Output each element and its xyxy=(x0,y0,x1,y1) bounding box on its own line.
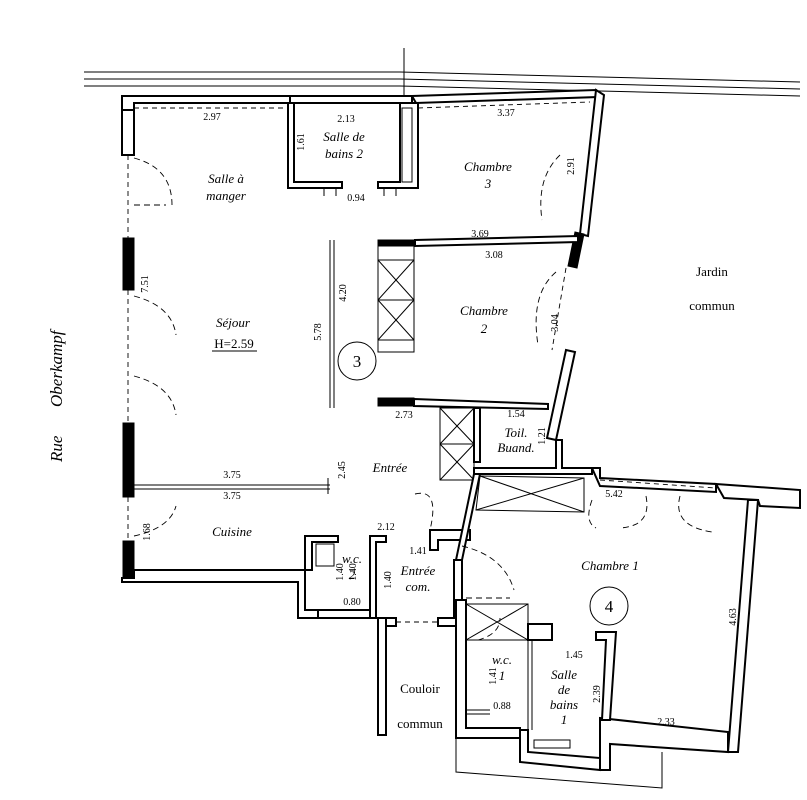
salle-de-bains-2-label-2: bains 2 xyxy=(325,146,363,161)
dimension-labels: 2.97 2.13 3.37 1.61 0.94 2.91 3.69 3.08 … xyxy=(140,108,739,728)
exterior-walls xyxy=(121,88,606,619)
chambre-3-label: Chambre xyxy=(464,159,512,174)
street-rue-label: Rue xyxy=(47,435,66,463)
street-name-label: Oberkampf xyxy=(47,328,66,407)
doors xyxy=(133,154,713,641)
dim-label: 2.97 xyxy=(203,112,221,123)
entree-com-label-2: com. xyxy=(406,579,431,594)
dim-label: 2.33 xyxy=(657,717,675,728)
apartment-4-number: 4 xyxy=(605,597,614,616)
apartment-3-number: 3 xyxy=(353,352,362,371)
salle-de-bains-1-label-2: de xyxy=(558,682,571,697)
dim-label: 1.54 xyxy=(507,409,525,420)
dim-label: 1.21 xyxy=(537,427,548,445)
salle-de-bains-1-label-3: bains xyxy=(550,697,578,712)
interior-walls-apt3 xyxy=(134,102,579,736)
chambre-2-label: Chambre xyxy=(460,303,508,318)
chambre-3-number: 3 xyxy=(484,176,492,191)
toilettes-label: Toil. xyxy=(504,425,527,440)
dim-label: 1.41 xyxy=(409,546,427,557)
sejour-height: H=2.59 xyxy=(214,336,253,351)
entree-label: Entrée xyxy=(372,460,408,475)
dim-label: 5.42 xyxy=(605,489,623,500)
dim-label: 2.73 xyxy=(395,410,413,421)
dim-label: 2.39 xyxy=(592,685,603,703)
dim-label: 3.75 xyxy=(223,470,241,481)
jardin-label: Jardin xyxy=(696,264,728,279)
salle-a-manger-label-2: manger xyxy=(206,188,247,203)
dim-label: 1.45 xyxy=(565,650,583,661)
salle-de-bains-1-label: Salle xyxy=(551,667,577,682)
dim-label: 1.40 xyxy=(348,563,359,581)
salle-de-bains-1-number: 1 xyxy=(561,712,568,727)
walls-apt4 xyxy=(454,439,801,789)
chambre-1-label: Chambre 1 xyxy=(581,558,639,573)
dim-label: 0.88 xyxy=(493,701,511,712)
couloir-commun-label: commun xyxy=(397,716,443,731)
jardin-commun-label: commun xyxy=(689,298,735,313)
dim-label: 4.63 xyxy=(728,608,739,626)
dim-label: 1.40 xyxy=(335,563,346,581)
salle-a-manger-label: Salle à xyxy=(208,171,244,186)
dim-label: 0.80 xyxy=(343,597,361,608)
dim-label: 7.51 xyxy=(140,275,151,293)
dim-label: 1.41 xyxy=(488,667,499,685)
sejour-label: Séjour xyxy=(216,315,251,330)
dim-label: 3.37 xyxy=(497,108,515,119)
wc-1-label: w.c. xyxy=(492,652,512,667)
dim-label: 3.04 xyxy=(550,314,561,332)
salle-de-bains-2-label: Salle de xyxy=(323,129,365,144)
apartment-4-marker xyxy=(589,586,629,626)
street-boundary xyxy=(84,48,801,100)
apartment-3-marker xyxy=(337,341,377,381)
dim-label: 3.75 xyxy=(223,491,241,502)
dim-label: 2.45 xyxy=(337,461,348,479)
wc-1-number: 1 xyxy=(499,668,506,683)
dim-label: 5.78 xyxy=(313,323,324,341)
labels: 3 4 Rue Oberkampf Jardin commun Couloir … xyxy=(47,129,735,731)
dim-label: 0.94 xyxy=(347,193,365,204)
wc-2-label: w.c. xyxy=(342,551,362,566)
dim-label: 2.13 xyxy=(337,114,355,125)
chambre-2-number: 2 xyxy=(481,321,488,336)
buanderie-label: Buand. xyxy=(497,440,534,455)
dim-label: 2.91 xyxy=(566,157,577,175)
dim-label: 4.20 xyxy=(338,284,349,302)
dim-label: 3.69 xyxy=(471,229,489,240)
dim-label: 2.12 xyxy=(377,522,395,533)
dim-label: 1.68 xyxy=(142,523,153,541)
wc-2-number: 2 xyxy=(349,567,356,582)
dim-label: 1.61 xyxy=(296,133,307,151)
entree-com-label: Entrée xyxy=(400,563,436,578)
dim-label: 1.40 xyxy=(383,571,394,589)
cuisine-label: Cuisine xyxy=(212,524,252,539)
couloir-label: Couloir xyxy=(400,681,440,696)
dim-label: 3.08 xyxy=(485,250,503,261)
